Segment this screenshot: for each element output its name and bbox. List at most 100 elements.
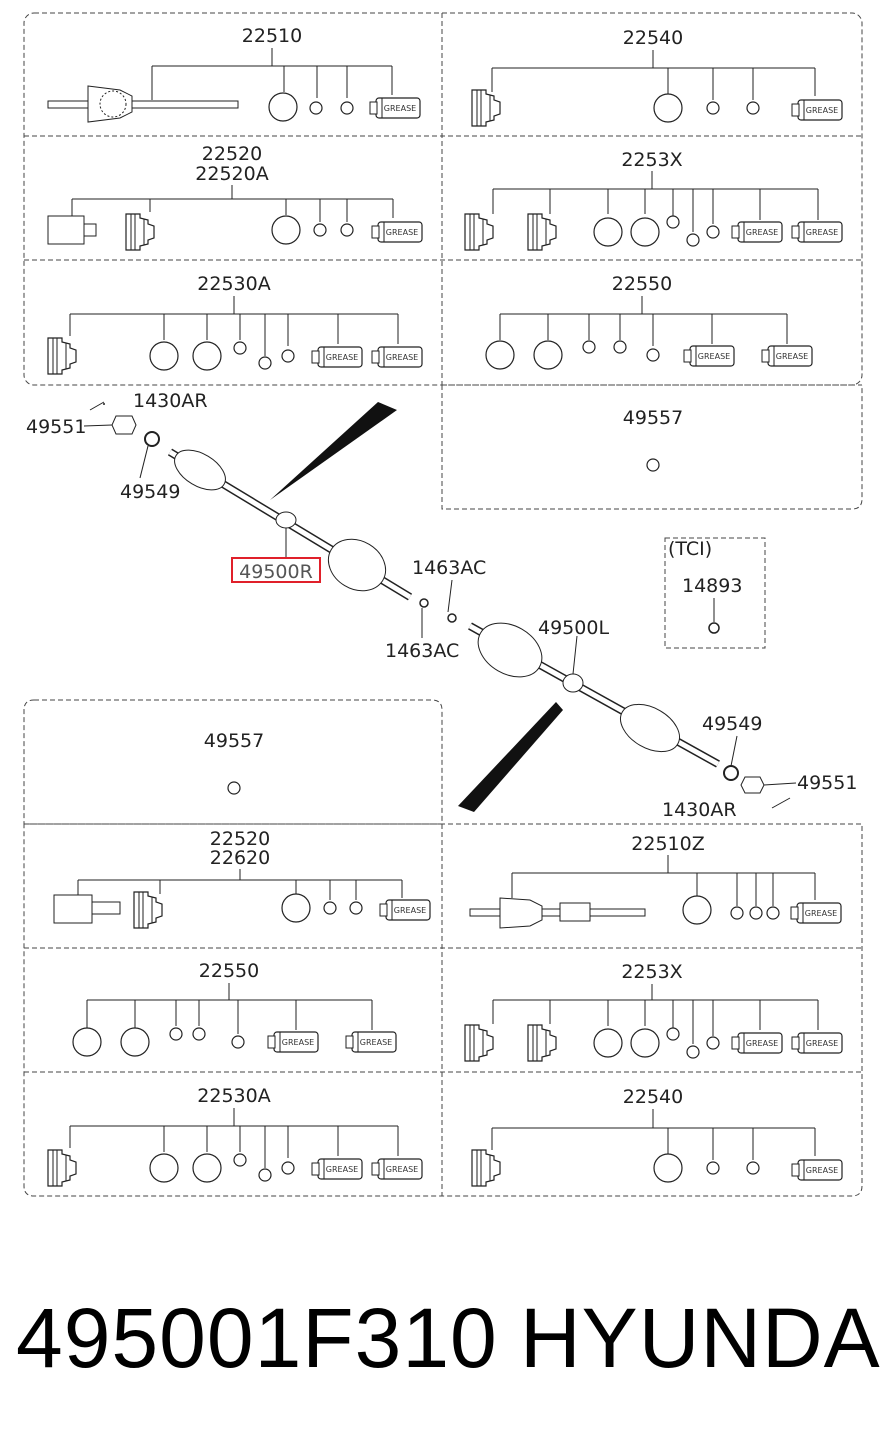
o-ring-icon xyxy=(192,341,222,371)
damper-icon xyxy=(562,673,584,693)
clip-icon xyxy=(706,225,720,239)
top-panels xyxy=(23,12,863,510)
svg-text:GREASE: GREASE xyxy=(326,353,358,362)
o-ring-icon xyxy=(593,1028,623,1058)
part-number: 495001F310 xyxy=(16,1291,498,1385)
o-ring-icon xyxy=(630,217,660,247)
clip-icon xyxy=(349,901,363,915)
boot-icon xyxy=(47,337,77,375)
svg-text:GREASE: GREASE xyxy=(806,1039,838,1048)
svg-text:GREASE: GREASE xyxy=(386,228,418,237)
tci-part: 14893 xyxy=(682,575,742,597)
panel-label: 22540 xyxy=(623,1086,683,1108)
callout-washer-left: 49549 xyxy=(702,713,762,735)
o-ring-icon xyxy=(682,895,712,925)
boot-icon xyxy=(464,213,494,251)
svg-text:GREASE: GREASE xyxy=(386,1165,418,1174)
clip-icon xyxy=(233,1153,247,1167)
panel-label: 22530A xyxy=(197,1085,270,1107)
clip-icon xyxy=(646,348,660,362)
svg-text:GREASE: GREASE xyxy=(746,228,778,237)
clip-icon xyxy=(258,1168,272,1182)
clip-icon xyxy=(746,1161,760,1175)
o-ring-icon xyxy=(149,341,179,371)
o-ring-icon xyxy=(149,1153,179,1183)
panel-label: 22550 xyxy=(199,960,259,982)
clip-icon xyxy=(686,1045,700,1059)
brand-name: HYUNDAI xyxy=(520,1291,886,1385)
tripod-joint-icon xyxy=(477,622,543,678)
clip-icon xyxy=(708,622,720,634)
panel-label: 22520 xyxy=(210,828,270,850)
svg-text:GREASE: GREASE xyxy=(394,906,426,915)
panel-22520-22620: 22520 22620 GREASE xyxy=(53,828,431,929)
callout-shaft-left: 49500L xyxy=(538,617,609,639)
callout-clip-top: 1463AC xyxy=(412,557,486,579)
boot-icon xyxy=(471,89,501,127)
right-drive-shaft: 1430AR 49551 49549 49500R 1463AC 1463AC xyxy=(26,390,486,662)
panel-label: 2253X xyxy=(621,149,682,171)
clip-icon xyxy=(313,223,327,237)
o-ring-icon xyxy=(192,1153,222,1183)
nut-icon xyxy=(111,415,137,435)
callout-nut-left: 49551 xyxy=(797,772,857,794)
o-ring-icon xyxy=(533,340,563,370)
panel-label: 49557 xyxy=(204,730,264,752)
panel-label: 22510 xyxy=(242,25,302,47)
boot-icon xyxy=(464,1024,494,1062)
o-ring-icon xyxy=(593,217,623,247)
callout-pin: 1430AR xyxy=(133,390,208,412)
o-ring-icon xyxy=(268,92,298,122)
clip-icon xyxy=(447,613,457,623)
panel-22530A-bottom: 22530A GREASE GREASE xyxy=(47,1085,423,1187)
parts-diagram: 22510 GREASE 22540 GREASE 22520 22520A G… xyxy=(23,12,863,1197)
tripod-housing-icon xyxy=(47,215,85,245)
boot-icon xyxy=(471,1149,501,1187)
panel-label-secondary: 22620 xyxy=(210,847,270,869)
callout-clip-bottom: 1463AC xyxy=(385,640,459,662)
clip-icon xyxy=(749,906,763,920)
panel-label: 22540 xyxy=(623,27,683,49)
panel-22510Z: 22510Z GREASE xyxy=(469,833,842,929)
svg-text:GREASE: GREASE xyxy=(326,1165,358,1174)
callout-pin-left: 1430AR xyxy=(662,799,737,821)
clip-icon xyxy=(281,349,295,363)
o-ring-icon xyxy=(72,1027,102,1057)
svg-text:GREASE: GREASE xyxy=(282,1038,314,1047)
panel-label: 22530A xyxy=(197,273,270,295)
boot-icon xyxy=(133,891,163,929)
svg-text:GREASE: GREASE xyxy=(746,1039,778,1048)
clip-icon xyxy=(233,341,247,355)
svg-text:GREASE: GREASE xyxy=(386,353,418,362)
tripod-housing-icon xyxy=(53,894,93,924)
panel-22520: 22520 22520A GREASE xyxy=(47,143,423,251)
clip-icon xyxy=(706,101,720,115)
svg-text:GREASE: GREASE xyxy=(806,1166,838,1175)
damper-icon xyxy=(275,511,297,529)
boot-icon xyxy=(527,213,557,251)
clip-icon xyxy=(281,1161,295,1175)
clip-icon xyxy=(231,1035,245,1049)
cv-shaft-icon xyxy=(47,100,239,109)
clip-icon xyxy=(706,1161,720,1175)
boot-icon xyxy=(527,1024,557,1062)
panel-label: 22520 xyxy=(202,143,262,165)
svg-text:GREASE: GREASE xyxy=(776,352,808,361)
panel-22550-top: 22550 GREASE GREASE xyxy=(485,273,813,370)
left-drive-shaft: 49500L 49549 49551 1430AR xyxy=(458,617,857,821)
cv-joint-icon xyxy=(87,85,133,123)
clip-icon xyxy=(340,101,354,115)
tci-panel: (TCI) 14893 xyxy=(664,537,766,649)
panel-label-secondary: 22520A xyxy=(195,163,268,185)
clip-icon xyxy=(309,101,323,115)
panel-22530A-top: 22530A GREASE GREASE xyxy=(47,273,423,375)
panel-49557-top: 49557 xyxy=(623,407,683,472)
cv-shaft-icon xyxy=(469,908,646,917)
panel-49557-bottom: 49557 xyxy=(204,730,264,795)
clip-icon xyxy=(323,901,337,915)
o-ring-icon xyxy=(653,1153,683,1183)
panel-label: 22510Z xyxy=(631,833,704,855)
svg-text:GREASE: GREASE xyxy=(806,228,838,237)
panel-22540: 22540 GREASE xyxy=(471,27,843,127)
o-ring-icon xyxy=(485,340,515,370)
